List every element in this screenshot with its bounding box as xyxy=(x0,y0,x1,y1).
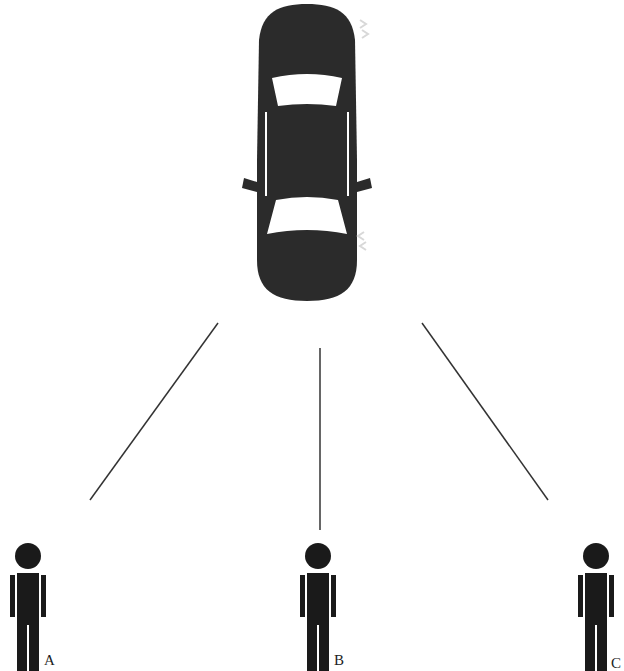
pedestrian-figure xyxy=(10,543,46,671)
sight-line xyxy=(90,323,218,500)
pedestrian-figure xyxy=(300,543,336,671)
sight-line xyxy=(319,348,321,530)
side-mirror xyxy=(242,178,257,192)
car-top-view xyxy=(242,4,372,301)
person-arm xyxy=(609,575,614,617)
person-label: A xyxy=(44,652,55,669)
door-line xyxy=(265,112,267,196)
rear-window xyxy=(272,74,342,106)
light-mark xyxy=(360,20,368,38)
sight-line xyxy=(422,323,548,500)
person-label: B xyxy=(334,652,344,669)
person-arm xyxy=(41,575,46,617)
person-head xyxy=(305,543,331,569)
person-leg xyxy=(307,624,317,671)
light-mark xyxy=(358,232,366,250)
side-mirror xyxy=(357,178,372,192)
person-arm xyxy=(10,575,15,617)
person-leg xyxy=(29,624,39,671)
person-arm xyxy=(578,575,583,617)
person-arm xyxy=(331,575,336,617)
person-leg xyxy=(17,624,27,671)
person-leg xyxy=(585,624,595,671)
person-leg xyxy=(597,624,607,671)
person-torso xyxy=(585,573,607,625)
door-line xyxy=(347,112,349,196)
person-label: C xyxy=(611,655,621,671)
car-body xyxy=(257,4,357,301)
person-torso xyxy=(17,573,39,625)
person-head xyxy=(15,543,41,569)
sight-lines xyxy=(90,323,548,530)
person-head xyxy=(583,543,609,569)
person-arm xyxy=(300,575,305,617)
pedestrian-figure xyxy=(578,543,614,671)
person-leg xyxy=(319,624,329,671)
person-torso xyxy=(307,573,329,625)
windshield xyxy=(267,197,347,234)
